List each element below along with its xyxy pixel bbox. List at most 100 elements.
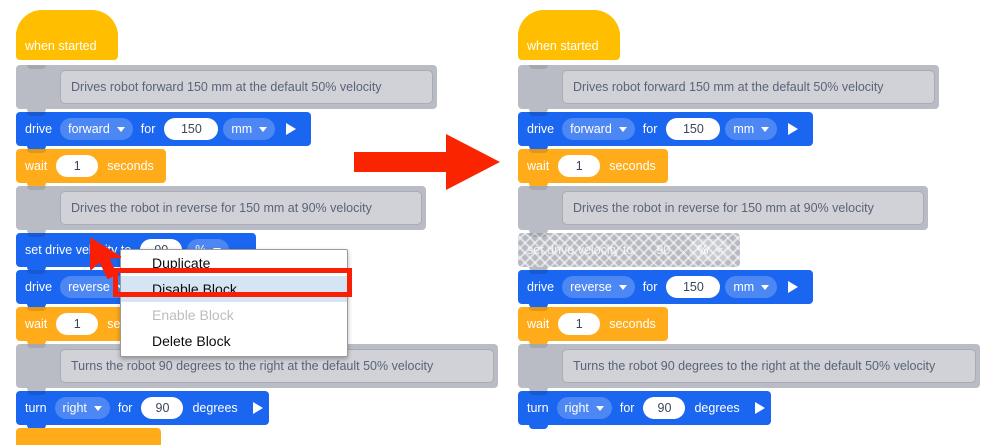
- block-drive-forward-right[interactable]: drive forward for 150 mm: [518, 112, 813, 150]
- block-verb: wait: [25, 159, 48, 173]
- unit-value: mm: [733, 280, 755, 294]
- block-bump: [27, 183, 46, 187]
- direction-dropdown[interactable]: forward: [60, 118, 133, 140]
- menu-item-delete-block[interactable]: Delete Block: [152, 333, 231, 349]
- block-turn-right-right[interactable]: turn right for 90 degrees: [518, 391, 771, 429]
- block-notch: [27, 270, 46, 274]
- block-notch: [529, 233, 548, 237]
- comment-block-1-left[interactable]: Drives robot forward 150 mm at the defau…: [16, 65, 437, 113]
- degrees-input[interactable]: 90: [643, 397, 686, 419]
- block-notch: [27, 112, 46, 116]
- block-verb: wait: [527, 317, 550, 331]
- for-label: for: [619, 401, 635, 415]
- block-notch: [27, 391, 46, 395]
- play-icon[interactable]: [252, 402, 263, 414]
- block-notch: [529, 65, 548, 69]
- chevron-down-icon: [761, 126, 770, 132]
- block-bump: [27, 425, 46, 429]
- block-set-drive-velocity-right-disabled[interactable]: set drive velocity to 90 %: [518, 233, 740, 271]
- velocity-unit-dropdown[interactable]: %: [689, 239, 732, 261]
- context-menu[interactable]: Duplicate Disable Block Enable Block Del…: [120, 249, 348, 357]
- before-panel: when started Drives robot forward 150 mm…: [16, 10, 498, 445]
- block-notch: [529, 270, 548, 274]
- distance-input[interactable]: 150: [164, 118, 219, 140]
- distance-input[interactable]: 150: [666, 118, 721, 140]
- comment-block-2-left[interactable]: Drives the robot in reverse for 150 mm a…: [16, 186, 426, 234]
- unit-label: degrees: [694, 401, 740, 415]
- comment-block-3-right[interactable]: Turns the robot 90 degrees to the right …: [518, 344, 980, 392]
- block-bump: [529, 183, 548, 187]
- block-turn-right-left[interactable]: turn right for 90 degrees: [16, 391, 269, 429]
- block-notch: [27, 307, 46, 311]
- block-label: set drive velocity to: [527, 243, 634, 257]
- hat-top-curve: [518, 10, 620, 36]
- block-bump: [27, 109, 46, 113]
- block-verb: drive: [527, 280, 555, 294]
- unit-label: seconds: [609, 159, 656, 173]
- block-bump: [529, 109, 548, 113]
- unit-label: seconds: [107, 159, 154, 173]
- block-verb: turn: [25, 401, 47, 415]
- block-bump: [529, 425, 548, 429]
- block-drive-forward-left[interactable]: drive forward for 150 mm: [16, 112, 311, 150]
- block-verb: drive: [25, 122, 53, 136]
- block-notch: [529, 307, 548, 311]
- direction-dropdown[interactable]: right: [54, 397, 110, 419]
- degrees-input[interactable]: 90: [141, 397, 184, 419]
- unit-dropdown[interactable]: mm: [725, 118, 778, 140]
- block-drive-reverse-right[interactable]: drive reverse for 150 mm: [518, 270, 813, 308]
- comment-block-1-right[interactable]: Drives robot forward 150 mm at the defau…: [518, 65, 939, 113]
- block-notch: [27, 233, 46, 237]
- comment-block-2-right[interactable]: Drives the robot in reverse for 150 mm a…: [518, 186, 928, 234]
- block-notch: [529, 344, 548, 348]
- block-notch: [27, 186, 46, 190]
- unit-dropdown[interactable]: mm: [223, 118, 276, 140]
- block-verb: drive: [527, 122, 555, 136]
- for-label: for: [140, 122, 156, 136]
- comment-block-3-left[interactable]: Turns the robot 90 degrees to the right …: [16, 344, 498, 392]
- block-wait-2-right[interactable]: wait 1 seconds: [518, 307, 668, 345]
- block-bump: [529, 146, 548, 150]
- block-verb: wait: [527, 159, 550, 173]
- transition-arrow-icon: [354, 134, 500, 190]
- velocity-input[interactable]: 90: [656, 243, 671, 257]
- play-icon[interactable]: [754, 402, 765, 414]
- unit-dropdown[interactable]: mm: [725, 276, 778, 298]
- play-icon[interactable]: [788, 281, 799, 293]
- after-panel: when started Drives robot forward 150 mm…: [500, 0, 997, 445]
- unit-value: mm: [231, 122, 253, 136]
- block-bump: [27, 341, 46, 345]
- wait-seconds-input[interactable]: 1: [558, 155, 601, 177]
- distance-input[interactable]: 150: [666, 276, 721, 298]
- chevron-down-icon: [618, 284, 627, 290]
- menu-item-duplicate[interactable]: Duplicate: [152, 255, 211, 271]
- direction-value: forward: [68, 122, 110, 136]
- block-when-started-left[interactable]: when started: [16, 10, 118, 60]
- comment-text: Drives robot forward 150 mm at the defau…: [60, 70, 433, 104]
- direction-dropdown[interactable]: reverse: [562, 276, 635, 298]
- block-notch: [529, 112, 548, 116]
- for-label: for: [642, 122, 658, 136]
- menu-item-enable-block: Enable Block: [152, 307, 234, 323]
- block-wait-1-left[interactable]: wait 1 seconds: [16, 149, 166, 187]
- block-when-started-right[interactable]: when started: [518, 10, 620, 60]
- block-bump: [529, 304, 548, 308]
- block-wait-1-right[interactable]: wait 1 seconds: [518, 149, 668, 187]
- play-icon[interactable]: [286, 123, 297, 135]
- wait-seconds-input[interactable]: 1: [558, 313, 601, 335]
- block-bump: [529, 388, 548, 392]
- chevron-down-icon: [761, 284, 770, 290]
- wait-seconds-input[interactable]: 1: [56, 313, 99, 335]
- block-notch: [27, 65, 46, 69]
- play-icon[interactable]: [788, 123, 799, 135]
- comment-text: Drives robot forward 150 mm at the defau…: [562, 70, 935, 104]
- comment-text: Drives the robot in reverse for 150 mm a…: [562, 191, 924, 225]
- block-bump: [27, 146, 46, 150]
- direction-dropdown[interactable]: forward: [562, 118, 635, 140]
- direction-dropdown[interactable]: right: [556, 397, 612, 419]
- block-bump: [27, 267, 46, 271]
- block-notch: [27, 149, 46, 153]
- block-bump: [27, 388, 46, 392]
- wait-seconds-input[interactable]: 1: [56, 155, 99, 177]
- menu-item-disable-block[interactable]: Disable Block: [121, 276, 347, 302]
